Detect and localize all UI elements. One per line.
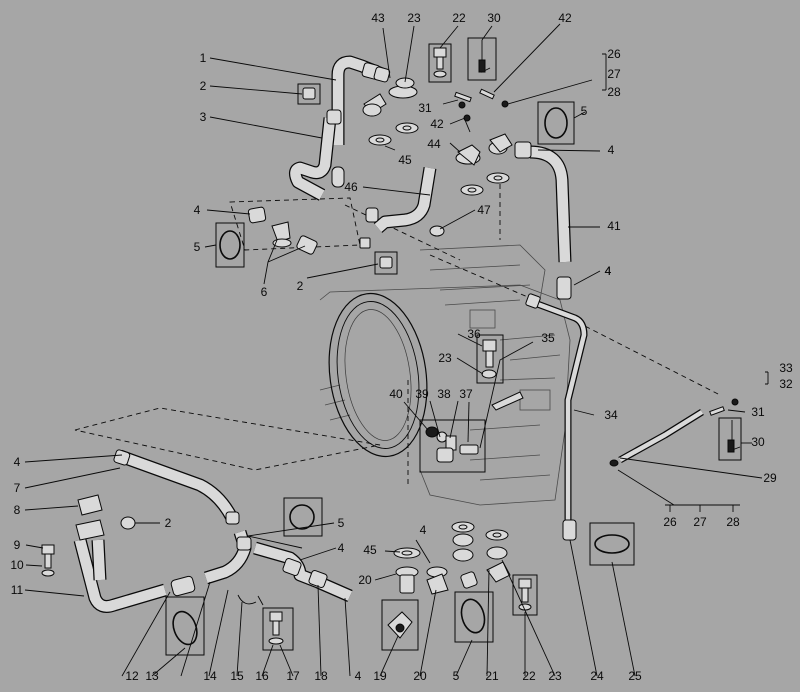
callout-26: 26 [663,515,677,529]
callout-45: 45 [363,543,377,557]
callout-36: 36 [467,327,481,341]
callout-34: 34 [604,408,618,422]
lower-pipe-11 [73,538,167,613]
callout-4: 4 [605,264,612,278]
callout-40: 40 [389,387,403,401]
callout-6: 6 [261,285,268,299]
callout-5: 5 [194,240,201,254]
callout-10: 10 [10,558,24,572]
callout-42: 42 [558,11,572,25]
callout-26: 26 [607,47,621,61]
lower-pipe-7 [117,449,238,522]
callout-27: 27 [693,515,707,529]
callout-32: 32 [779,377,793,391]
upper-pipe-3 [288,117,337,201]
middle-fittings [419,334,742,473]
callout-3: 3 [200,110,207,124]
pipe-34 [530,298,588,520]
callout-8: 8 [14,503,21,517]
callout-35: 35 [541,331,555,345]
callout-20: 20 [358,573,372,587]
bell-housing [328,292,428,458]
callout-4: 4 [194,203,201,217]
callout-19: 19 [373,669,387,683]
callout-28: 28 [726,515,740,529]
callout-30: 30 [487,11,501,25]
callout-29: 29 [763,471,777,485]
callout-9: 9 [14,538,21,552]
callout-5: 5 [581,104,588,118]
callout-4: 4 [605,264,612,278]
callout-5: 5 [453,669,460,683]
callout-47: 47 [477,203,491,217]
callout-21: 21 [485,669,499,683]
callout-42: 42 [430,117,444,131]
callout-16: 16 [255,669,269,683]
callout-11: 11 [11,583,24,597]
callout-13: 13 [145,669,159,683]
upper-fittings [247,62,572,309]
pipe-41 [529,145,572,263]
callout-43: 43 [371,11,385,25]
callout-2: 2 [165,516,172,530]
callout-33: 33 [779,361,793,375]
callout-45: 45 [398,153,412,167]
callout-14: 14 [203,669,217,683]
callout-31: 31 [751,405,765,419]
callout-37: 37 [459,387,473,401]
callout-28: 28 [607,85,621,99]
callout-1: 1 [200,51,207,65]
callout-44: 44 [427,137,441,151]
callout-25: 25 [628,669,642,683]
callout-41: 41 [607,219,621,233]
callout-4: 4 [420,523,427,537]
callout-22: 22 [522,669,536,683]
callout-5: 5 [338,516,345,530]
callout-4: 4 [608,143,615,157]
callout-18: 18 [314,669,328,683]
lower-pipe-18 [253,541,353,602]
callout-17: 17 [286,669,300,683]
callout-4: 4 [14,455,21,469]
callout-23: 23 [548,669,562,683]
engine-block [319,244,571,506]
upper-pipe-46 [373,166,437,233]
callout-23: 23 [407,11,421,25]
callout-39: 39 [415,387,429,401]
callout-2: 2 [297,279,304,293]
callout-4: 4 [338,541,345,555]
callout-20: 20 [413,669,427,683]
callout-30: 30 [751,435,765,449]
upper-pipe-1 [331,55,385,145]
callout-22: 22 [452,11,466,25]
callout-24: 24 [590,669,604,683]
callout-7: 7 [14,481,21,495]
callout-31: 31 [418,101,432,115]
callout-12: 12 [125,669,139,683]
callout-27: 27 [607,67,621,81]
callout-15: 15 [230,669,244,683]
callout-46: 46 [344,180,358,194]
callout-4: 4 [355,669,362,683]
callout-38: 38 [437,387,451,401]
callout-23: 23 [438,351,452,365]
callout-2: 2 [200,79,207,93]
leader-lines [24,23,769,677]
